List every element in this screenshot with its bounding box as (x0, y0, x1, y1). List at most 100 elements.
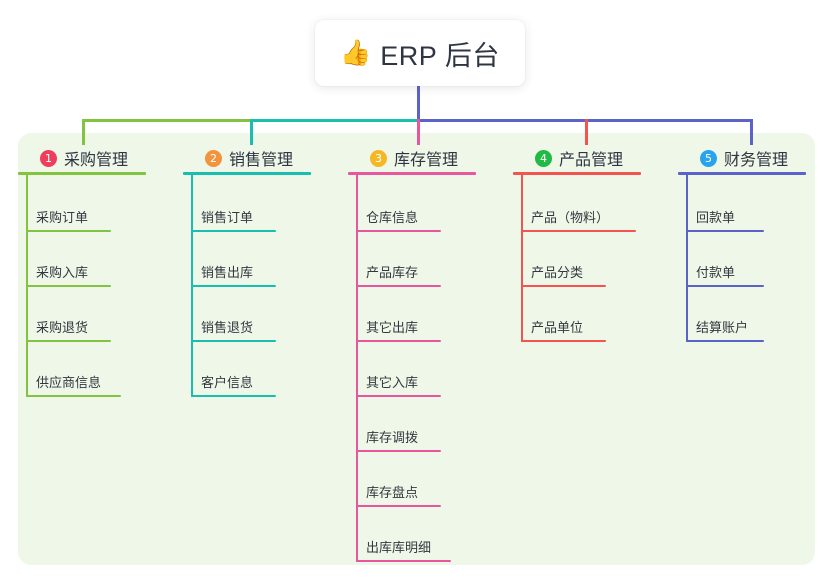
leaf-label: 其它出库 (366, 320, 419, 335)
leaf-node[interactable]: 出库库明细 (348, 532, 488, 562)
branch-rule-2 (183, 172, 311, 175)
branch-rule-1 (18, 172, 146, 175)
leaf-rule (356, 560, 451, 562)
leaf-node[interactable]: 销售退货 (183, 312, 323, 342)
branch-header-3[interactable]: 3 库存管理 (348, 145, 476, 171)
leaf-rule (521, 230, 636, 232)
leaf-label: 产品单位 (531, 320, 584, 335)
leaf-rule (191, 230, 276, 232)
leaf-label: 采购退货 (36, 320, 89, 335)
branch-column-3: 3 库存管理仓库信息产品库存其它出库其它入库库存调拨库存盘点出库库明细 (348, 145, 476, 562)
branch-title-3: 库存管理 (394, 152, 459, 169)
branch-column-1: 1 采购管理采购订单采购入库采购退货供应商信息 (18, 145, 146, 397)
branch-rule-3 (348, 172, 476, 175)
leaf-rule (356, 450, 441, 452)
branch-column-2: 2 销售管理销售订单销售出库销售退货客户信息 (183, 145, 311, 397)
leaf-rule (686, 230, 764, 232)
leaf-node[interactable]: 其它入库 (348, 367, 488, 397)
leaf-label: 结算账户 (696, 320, 749, 335)
branch-header-2[interactable]: 2 销售管理 (183, 145, 311, 171)
leaf-node[interactable]: 采购退货 (18, 312, 158, 342)
leaf-rule (26, 230, 111, 232)
leaf-node[interactable]: 采购入库 (18, 257, 158, 287)
leaf-node[interactable]: 库存调拨 (348, 422, 488, 452)
branch-rule-5 (678, 172, 806, 175)
branch-title-2: 销售管理 (229, 152, 294, 169)
leaf-label: 客户信息 (201, 375, 254, 390)
leaf-label: 库存盘点 (366, 485, 419, 500)
branch-header-4[interactable]: 4 产品管理 (513, 145, 641, 171)
leaf-rule (521, 340, 606, 342)
leaf-node[interactable]: 客户信息 (183, 367, 323, 397)
diagram-panel (18, 133, 815, 565)
leaf-node[interactable]: 产品库存 (348, 257, 488, 287)
branch-spine-2 (191, 172, 193, 397)
branch-header-5[interactable]: 5 财务管理 (678, 145, 806, 171)
leaf-rule (356, 395, 441, 397)
leaf-label: 采购订单 (36, 210, 89, 225)
branch-title-5: 财务管理 (724, 152, 789, 169)
leaf-label: 回款单 (696, 210, 736, 225)
leaf-node[interactable]: 结算账户 (678, 312, 818, 342)
branch-spine-3 (356, 172, 358, 562)
leaf-node[interactable]: 其它出库 (348, 312, 488, 342)
thumbs-up-icon: 👍 (340, 38, 372, 67)
branch-header-1[interactable]: 1 采购管理 (18, 145, 146, 171)
leaf-node[interactable]: 回款单 (678, 202, 818, 232)
leaf-label: 销售订单 (201, 210, 254, 225)
leaf-rule (356, 505, 441, 507)
leaf-rule (191, 340, 276, 342)
leaf-label: 销售退货 (201, 320, 254, 335)
root-node[interactable]: 👍 ERP 后台 (315, 20, 525, 86)
leaf-label: 仓库信息 (366, 210, 419, 225)
leaf-rule (521, 285, 606, 287)
branch-title-1: 采购管理 (64, 152, 129, 169)
leaf-rule (26, 395, 121, 397)
leaf-node[interactable]: 仓库信息 (348, 202, 488, 232)
bus-segment-1 (82, 119, 252, 122)
root-title: ERP 后台 (380, 40, 500, 71)
leaf-label: 产品（物料） (531, 210, 610, 225)
leaf-label: 采购入库 (36, 265, 89, 280)
bus-segment-3 (420, 119, 752, 122)
leaf-label: 销售出库 (201, 265, 254, 280)
leaf-rule (26, 285, 111, 287)
leaf-rule (356, 340, 441, 342)
leaf-node[interactable]: 销售出库 (183, 257, 323, 287)
leaf-node[interactable]: 采购订单 (18, 202, 158, 232)
leaf-label: 出库库明细 (366, 540, 432, 555)
leaf-label: 产品分类 (531, 265, 584, 280)
branch-spine-5 (686, 172, 688, 342)
leaf-rule (191, 285, 276, 287)
leaf-rule (26, 340, 111, 342)
leaf-node[interactable]: 产品（物料） (513, 202, 653, 232)
branch-spine-1 (26, 172, 28, 397)
branch-badge-5: 5 (700, 149, 717, 167)
leaf-rule (686, 285, 764, 287)
leaf-label: 供应商信息 (36, 375, 102, 390)
branch-badge-3: 3 (370, 149, 387, 167)
branch-column-4: 4 产品管理产品（物料） 产品分类产品单位 (513, 145, 641, 342)
branch-rule-4 (513, 172, 641, 175)
leaf-node[interactable]: 库存盘点 (348, 477, 488, 507)
leaf-label: 付款单 (696, 265, 736, 280)
leaf-node[interactable]: 销售订单 (183, 202, 323, 232)
leaf-label: 产品库存 (366, 265, 419, 280)
leaf-node[interactable]: 产品单位 (513, 312, 653, 342)
branch-badge-4: 4 (535, 149, 552, 167)
leaf-node[interactable]: 供应商信息 (18, 367, 158, 397)
root-stem (417, 86, 420, 121)
branch-spine-4 (521, 172, 523, 342)
branch-badge-1: 1 (40, 149, 57, 167)
leaf-label: 库存调拨 (366, 430, 419, 445)
leaf-node[interactable]: 产品分类 (513, 257, 653, 287)
branch-column-5: 5 财务管理回款单付款单结算账户 (678, 145, 806, 342)
leaf-rule (356, 230, 441, 232)
branch-title-4: 产品管理 (559, 152, 624, 169)
branch-badge-2: 2 (205, 149, 222, 167)
leaf-node[interactable]: 付款单 (678, 257, 818, 287)
leaf-rule (356, 285, 441, 287)
leaf-label: 其它入库 (366, 375, 419, 390)
leaf-rule (191, 395, 276, 397)
